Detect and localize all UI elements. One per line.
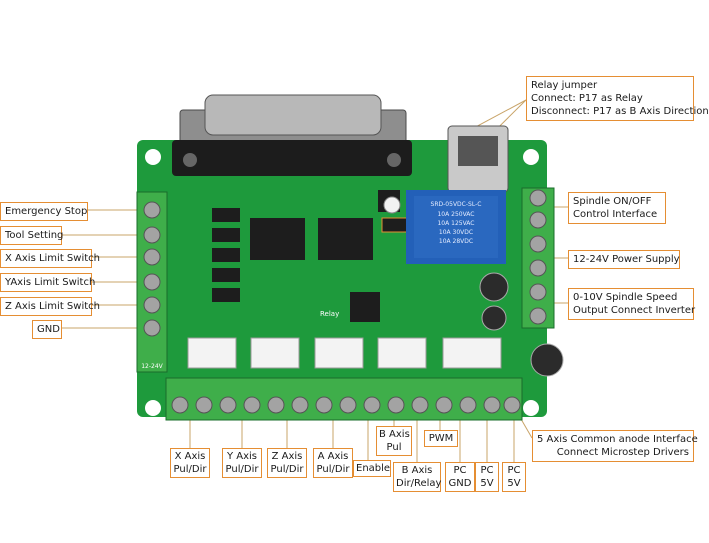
- b-axis-dir-line2: Dir/Relay: [396, 478, 442, 489]
- b-axis-pul-line2: Pul: [386, 442, 402, 453]
- x-axis-limit-label: X Axis Limit Switch: [0, 249, 100, 268]
- pc-5v-b-line1: PC: [507, 465, 521, 476]
- relay-jumper-callout: Relay jumper Connect: P17 as Relay Disco…: [526, 76, 709, 121]
- left-screws: [143, 201, 161, 337]
- z-axis-line1: Z Axis: [271, 451, 303, 462]
- b-axis-dir-line1: B Axis: [401, 465, 433, 476]
- capacitor-small: [383, 196, 401, 214]
- y-axis-line1: Y Axis: [226, 451, 258, 462]
- y-axis-limit-label: YAxis Limit Switch: [0, 273, 95, 292]
- mount-hole: [145, 149, 161, 165]
- z-axis-limit-label: Z Axis Limit Switch: [0, 297, 100, 316]
- b-axis-pul-label: B Axis Pul: [376, 426, 412, 456]
- mount-hole: [145, 400, 161, 416]
- mount-hole: [523, 149, 539, 165]
- x-axis-pul-dir-label: X Axis Pul/Dir: [170, 448, 210, 478]
- ic-chip: [250, 218, 305, 260]
- pc-5v-label-b: PC 5V: [502, 462, 526, 492]
- power-supply-label: 12-24V Power Supply: [568, 250, 680, 269]
- right-terminal-block: [521, 187, 555, 329]
- pc-gnd-line2: GND: [448, 478, 472, 489]
- relay-mark: Relay: [320, 310, 339, 318]
- relay-jumper-connect: Connect: P17 as Relay: [531, 93, 643, 104]
- spindle-onoff-line1: Spindle ON/OFF: [573, 196, 652, 207]
- a-axis-pul-dir-label: A Axis Pul/Dir: [313, 448, 353, 478]
- a-axis-line2: Pul/Dir: [316, 464, 350, 475]
- enable-label: Enable: [353, 460, 391, 477]
- spindle-speed-line1: 0-10V Spindle Speed: [573, 292, 678, 303]
- tool-setting-label: Tool Setting: [0, 226, 63, 245]
- b-axis-pul-line1: B Axis: [379, 429, 410, 440]
- z-axis-pul-dir-label: Z Axis Pul/Dir: [267, 448, 307, 478]
- relay-text-3: 10A 125VAC: [437, 220, 474, 227]
- header-connectors: [187, 337, 502, 369]
- x-axis-line2: Pul/Dir: [173, 464, 207, 475]
- common-anode-callout: 5 Axis Common anode Interface Connect Mi…: [532, 430, 698, 462]
- regulator-chip: [350, 292, 380, 322]
- relay-jumper-title: Relay jumper: [531, 80, 598, 91]
- emergency-stop-label: Emergency Stop: [0, 202, 88, 221]
- capacitor: [481, 305, 507, 331]
- relay: [406, 190, 506, 264]
- pwm-label: PWM: [424, 430, 458, 447]
- pc-5v-a-line1: PC: [480, 465, 494, 476]
- a-axis-line1: A Axis: [317, 451, 349, 462]
- db25-housing: [172, 140, 412, 176]
- pc-5v-a-line2: 5V: [480, 478, 494, 489]
- y-axis-line2: Pul/Dir: [225, 464, 259, 475]
- voltage-mark: 12-24V: [141, 363, 163, 370]
- pc-5v-b-line2: 5V: [507, 478, 521, 489]
- common-anode-line1: 5 Axis Common anode Interface: [537, 434, 698, 445]
- spindle-speed-callout: 0-10V Spindle Speed Output Connect Inver…: [568, 288, 696, 320]
- relay-text-4: 10A 30VDC: [439, 229, 473, 236]
- relay-text-1: SRD-05VDC-SL-C: [431, 201, 482, 208]
- mount-hole: [523, 400, 539, 416]
- pc-5v-label-a: PC 5V: [475, 462, 499, 492]
- capacitor: [530, 343, 564, 377]
- relay-text-2: 10A 250VAC: [437, 211, 474, 218]
- optocouplers: [212, 208, 240, 302]
- capacitor: [479, 272, 509, 302]
- z-axis-line2: Pul/Dir: [270, 464, 304, 475]
- pc-gnd-label: PC GND: [445, 462, 475, 492]
- spindle-onoff-line2: Control Interface: [573, 209, 658, 220]
- common-anode-line2: Connect Microstep Drivers: [556, 447, 689, 458]
- pc-gnd-line1: PC: [453, 465, 467, 476]
- relay-jumper-pins: [381, 217, 409, 233]
- right-screws: [529, 189, 547, 325]
- b-axis-dir-relay-label: B Axis Dir/Relay: [393, 462, 441, 492]
- gnd-label: GND: [32, 320, 62, 339]
- y-axis-pul-dir-label: Y Axis Pul/Dir: [222, 448, 262, 478]
- ic-chip: [318, 218, 373, 260]
- spindle-onoff-callout: Spindle ON/OFF Control Interface: [568, 192, 666, 224]
- relay-jumper-disconnect: Disconnect: P17 as B Axis Direction: [531, 106, 709, 117]
- relay-text-5: 10A 28VDC: [439, 238, 473, 245]
- bottom-screws: [171, 396, 521, 414]
- x-axis-line1: X Axis: [174, 451, 206, 462]
- spindle-speed-line2: Output Connect Inverter: [573, 305, 696, 316]
